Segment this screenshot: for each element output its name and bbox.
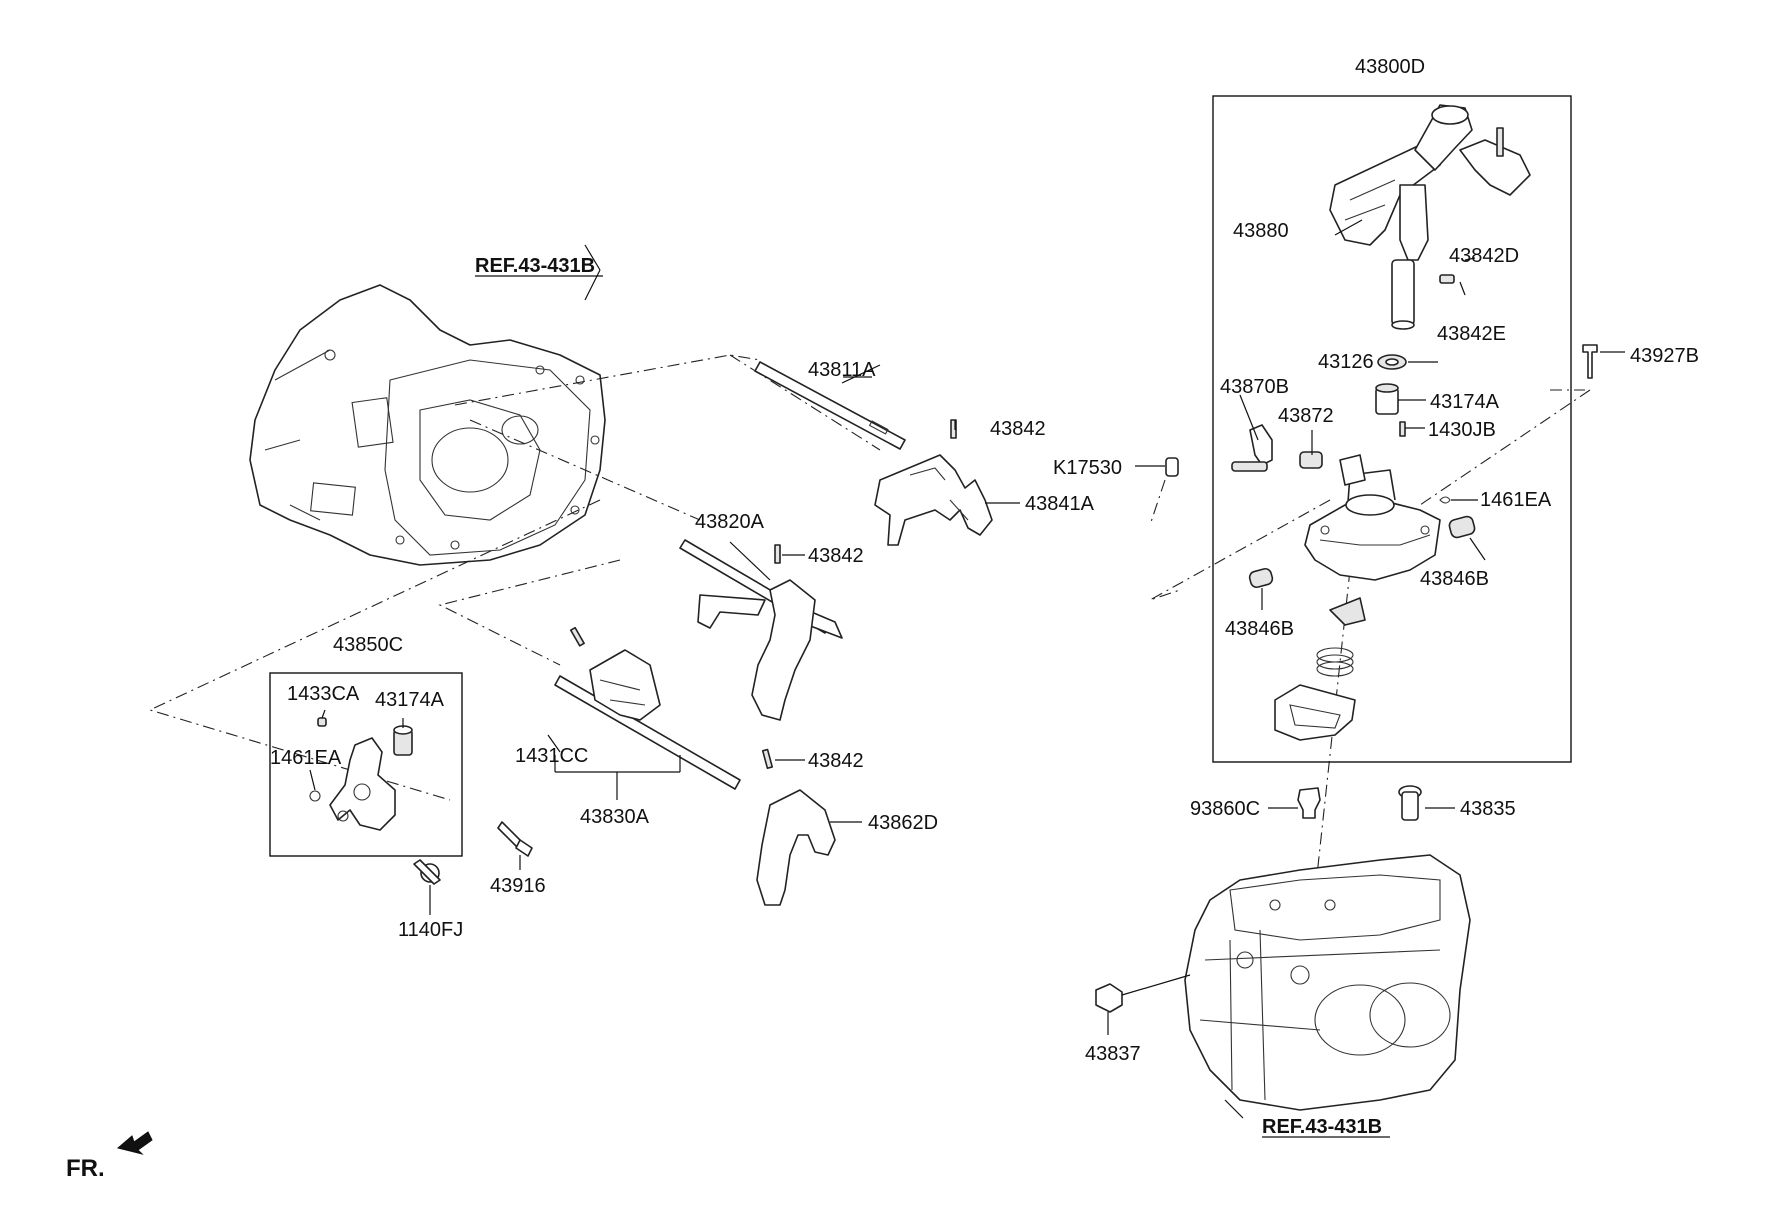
pin-1430JB: [1399, 421, 1406, 437]
part-label-43837[interactable]: 43837: [1085, 1043, 1141, 1065]
part-label-K17530[interactable]: K17530: [1053, 457, 1122, 479]
part-label-43830A[interactable]: 43830A: [580, 806, 650, 828]
pin-43842D: [1439, 274, 1455, 284]
part-label-1461EA-right[interactable]: 1461EA: [1480, 489, 1552, 511]
part-label-43846B-right[interactable]: 43846B: [1420, 568, 1489, 590]
part-label-93860C[interactable]: 93860C: [1190, 798, 1260, 820]
part-label-1430JB[interactable]: 1430JB: [1428, 419, 1496, 441]
part-label-43800D[interactable]: 43800D: [1355, 56, 1425, 78]
part-label-43174A-right[interactable]: 43174A: [1430, 391, 1500, 413]
bracket-43870B: [1231, 424, 1273, 472]
part-label-43872[interactable]: 43872: [1278, 405, 1334, 427]
part-label-43126[interactable]: 43126: [1318, 351, 1374, 373]
part-label-43835[interactable]: 43835: [1460, 798, 1516, 820]
shift-lever-43880: [1329, 104, 1531, 330]
bracket-plate: [1329, 597, 1366, 626]
sleeve-43174A-right: [1375, 383, 1399, 415]
part-label-43174A-left[interactable]: 43174A: [375, 689, 445, 711]
shift-rail-43811A: [754, 361, 906, 450]
leader-lines: [309, 219, 1625, 1119]
part-label-1431CC[interactable]: 1431CC: [515, 745, 588, 767]
part-label-43850C[interactable]: 43850C: [333, 634, 403, 656]
part-label-43842D[interactable]: 43842D: [1449, 245, 1519, 267]
front-direction-label: FR.: [66, 1155, 105, 1182]
plug-43837: [1095, 983, 1123, 1013]
guide-bracket: [1274, 684, 1356, 741]
assembly-box-43850C: [269, 672, 463, 857]
part-label-43811A[interactable]: 43811A: [808, 359, 876, 381]
detent-43846B-left: [1248, 567, 1274, 589]
spring-clip-1461EA-right: [1439, 496, 1451, 504]
shift-fork-43862D: [756, 748, 836, 906]
switch-93860C: [1297, 787, 1321, 819]
shift-lever-assembly-43850C: [309, 717, 413, 831]
ref-label-top[interactable]: REF.43-431B: [475, 255, 595, 277]
transmission-case-left: [249, 284, 606, 566]
part-label-43862D[interactable]: 43862D: [868, 812, 938, 834]
ref-label-bottom[interactable]: REF.43-431B: [1262, 1116, 1382, 1138]
assembly-box-43800D: [1212, 95, 1572, 763]
part-label-1461EA-left[interactable]: 1461EA: [270, 747, 342, 769]
part-label-43927B[interactable]: 43927B: [1630, 345, 1699, 367]
detent-43846B-right: [1448, 515, 1476, 539]
bushing-43872: [1299, 451, 1323, 469]
bolt-43927B: [1582, 344, 1598, 379]
part-label-43846B-left[interactable]: 43846B: [1225, 618, 1294, 640]
part-label-43870B[interactable]: 43870B: [1220, 376, 1289, 398]
part-label-43842-a[interactable]: 43842: [990, 418, 1046, 440]
part-label-43841A[interactable]: 43841A: [1025, 493, 1095, 515]
part-label-1140FJ[interactable]: 1140FJ: [398, 919, 463, 941]
bolt-1140FJ: [413, 859, 441, 885]
shift-rail-43830A: [554, 626, 741, 790]
part-label-43916[interactable]: 43916: [490, 875, 546, 897]
part-label-43880[interactable]: 43880: [1233, 220, 1289, 242]
shift-fork-43820A: [697, 544, 816, 721]
shift-fork-43841A: [874, 419, 993, 546]
transmission-case-right: [1184, 854, 1471, 1111]
shift-control-housing: [1304, 454, 1441, 581]
bolt-43916: [497, 821, 533, 857]
spring-coil: [1316, 647, 1354, 677]
part-label-43842-c[interactable]: 43842: [808, 750, 864, 772]
part-label-43820A[interactable]: 43820A: [695, 511, 765, 533]
part-label-1433CA[interactable]: 1433CA: [287, 683, 360, 705]
part-label-43842-b[interactable]: 43842: [808, 545, 864, 567]
washer-43126: [1377, 354, 1407, 370]
part-label-43842E[interactable]: 43842E: [1437, 323, 1506, 345]
sensor-K17530: [1165, 457, 1179, 477]
front-direction-arrow-icon: [116, 1131, 153, 1155]
plug-43835: [1398, 785, 1422, 821]
